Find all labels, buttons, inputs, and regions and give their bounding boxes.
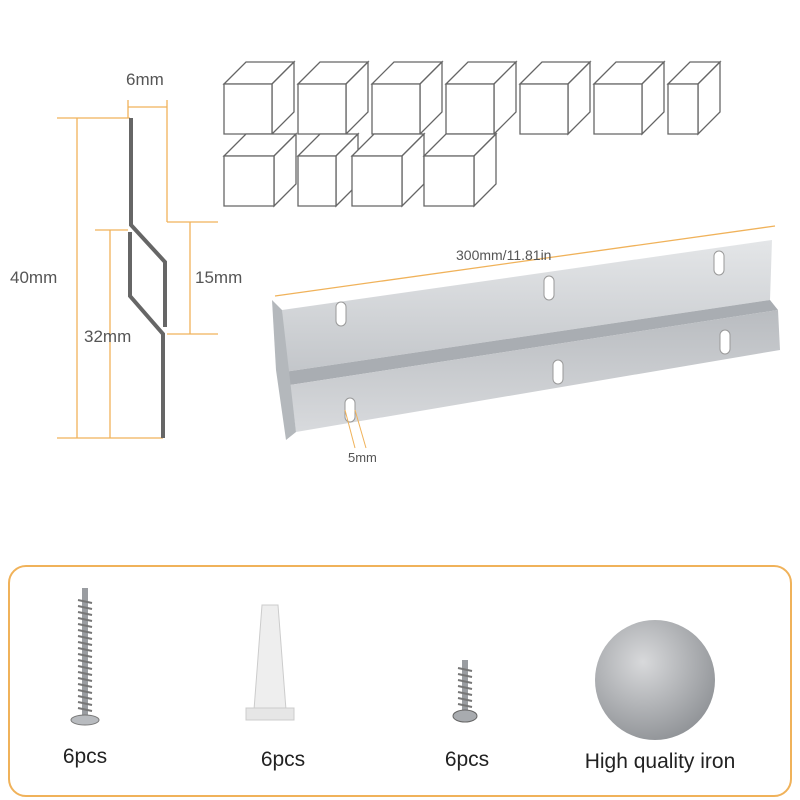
accessory-label: 6pcs	[62, 745, 108, 768]
title-logo	[222, 60, 722, 208]
short-screw-icon	[452, 660, 478, 723]
bracket-image	[272, 225, 780, 449]
width-label: 6mm	[126, 70, 164, 89]
accessory-images	[70, 588, 715, 740]
accessories-panel	[8, 565, 792, 797]
offset-label: 15mm	[195, 268, 243, 287]
length-label: 300mm/11.81in	[456, 247, 552, 263]
height-label: 40mm	[10, 268, 58, 287]
length-dimension-line	[274, 225, 776, 297]
accessory-label: 6pcs	[444, 748, 490, 771]
long-screw-icon	[70, 588, 100, 726]
iron-disk-icon	[595, 620, 715, 740]
accessory-label: 6pcs	[260, 748, 306, 771]
profile-diagram	[57, 100, 218, 439]
slot-label: 5mm	[348, 450, 377, 465]
wall-anchor-icon	[245, 604, 295, 721]
lower-label: 32mm	[84, 327, 132, 346]
mounting-slots	[335, 250, 731, 423]
bracket-top-face	[282, 240, 772, 372]
dimension-lines	[57, 100, 218, 439]
profile-shape	[128, 118, 167, 438]
accessory-label: High quality iron	[584, 750, 736, 773]
